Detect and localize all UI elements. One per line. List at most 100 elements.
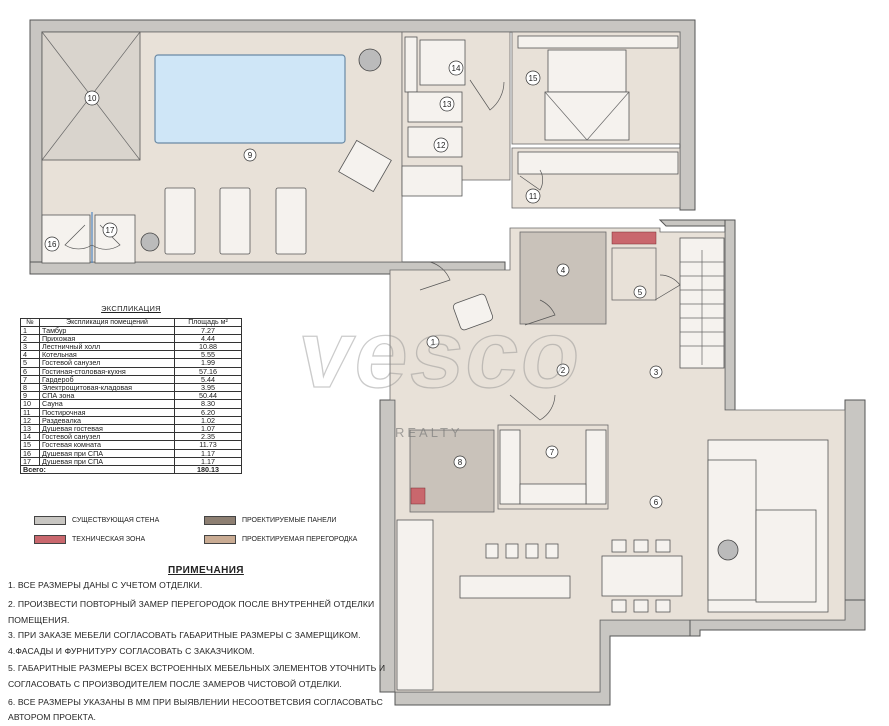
notes-title: ПРИМЕЧАНИЯ bbox=[168, 565, 244, 576]
legend-label: ТЕХНИЧЕСКАЯ ЗОНА bbox=[72, 536, 146, 543]
total-label: Всего: bbox=[20, 465, 175, 475]
legend-label: ПРОЕКТИРУЕМАЯ ПЕРЕГОРОДКА bbox=[242, 536, 358, 543]
room-area: 11.73 bbox=[174, 440, 242, 450]
svg-text:12: 12 bbox=[437, 141, 446, 150]
room-number: 15 bbox=[20, 440, 40, 450]
watermark-sub: REALTY bbox=[395, 425, 463, 440]
note-line: СОГЛАСОВАТЬ С ПРОИЗВОДИТЕЛЕМ ПОСЛЕ ЗАМЕР… bbox=[8, 679, 342, 689]
room-label-4: 4 bbox=[556, 263, 570, 277]
note-line: 2. ПРОИЗВЕСТИ ПОВТОРНЫЙ ЗАМЕР ПЕРЕГОРОДО… bbox=[8, 599, 375, 609]
note-line: 4.ФАСАДЫ И ФУРНИТУРУ СОГЛАСОВАТЬ С ЗАКАЗ… bbox=[8, 646, 255, 656]
svg-text:9: 9 bbox=[248, 151, 253, 160]
tech-zone-top bbox=[611, 231, 657, 245]
col-num: № bbox=[20, 317, 40, 327]
room-label-8: 8 bbox=[453, 455, 467, 469]
svg-text:8: 8 bbox=[458, 458, 463, 467]
svg-text:17: 17 bbox=[106, 226, 115, 235]
svg-text:11: 11 bbox=[529, 192, 538, 201]
room-label-9: 9 bbox=[243, 148, 257, 162]
room-label-12: 12 bbox=[433, 137, 449, 153]
tech-zone-bottom bbox=[410, 487, 426, 505]
room-number: 5 bbox=[20, 358, 40, 368]
guest-room-furniture bbox=[517, 35, 679, 175]
room-name: Сауна bbox=[39, 399, 175, 409]
col-area: Площадь м² bbox=[174, 317, 242, 327]
svg-text:6: 6 bbox=[654, 498, 659, 507]
plants bbox=[140, 48, 739, 561]
svg-text:16: 16 bbox=[48, 240, 57, 249]
legend-panels: ПРОЕКТИРУЕМЫЕ ПАНЕЛИ bbox=[204, 516, 336, 525]
pool bbox=[154, 54, 346, 144]
room-label-17: 17 bbox=[102, 222, 118, 238]
total-value: 180.13 bbox=[174, 465, 242, 475]
legend-tech-zone: ТЕХНИЧЕСКАЯ ЗОНА bbox=[34, 535, 145, 544]
doors bbox=[64, 79, 681, 421]
note-line: ПОМЕЩЕНИЯ. bbox=[8, 615, 70, 625]
legend-swatch-existing-wall bbox=[34, 516, 66, 525]
svg-text:5: 5 bbox=[638, 288, 643, 297]
col-name: Экспликация помещений bbox=[39, 317, 175, 327]
svg-text:2: 2 bbox=[561, 366, 566, 375]
note-line: 1. ВСЕ РАЗМЕРЫ ДАНЫ С УЧЕТОМ ОТДЕЛКИ. bbox=[8, 580, 203, 590]
note-line: АВТОРОМ ПРОЕКТА. bbox=[8, 712, 97, 722]
sun-loungers bbox=[164, 187, 307, 255]
kitchen bbox=[396, 519, 571, 691]
living-area bbox=[707, 439, 829, 613]
room-label-11: 11 bbox=[525, 188, 541, 204]
watermark-logo: vesco bbox=[292, 300, 591, 408]
room-label-5: 5 bbox=[633, 285, 647, 299]
legend-existing-wall: СУЩЕСТВУЮЩАЯ СТЕНА bbox=[34, 516, 159, 525]
explication-table: ЭКСПЛИКАЦИЯ № Экспликация помещений Площ… bbox=[20, 304, 242, 475]
room-labels: 1 2 3 4 5 6 7 8 9 10 11 12 13 14 15 16 1… bbox=[44, 60, 663, 509]
room-label-13: 13 bbox=[439, 96, 455, 112]
staircase bbox=[679, 237, 725, 369]
hall-chair bbox=[452, 293, 494, 331]
legend-partition: ПРОЕКТИРУЕМАЯ ПЕРЕГОРОДКА bbox=[204, 535, 357, 544]
svg-text:7: 7 bbox=[550, 448, 555, 457]
room-label-2: 2 bbox=[556, 363, 570, 377]
room-number: 10 bbox=[20, 399, 40, 409]
legend-label: ПРОЕКТИРУЕМЫЕ ПАНЕЛИ bbox=[242, 517, 337, 524]
legend-label: СУЩЕСТВУЮЩАЯ СТЕНА bbox=[72, 517, 160, 524]
room-label-7: 7 bbox=[545, 445, 559, 459]
room-label-1: 1 bbox=[426, 335, 440, 349]
room-area: 1.99 bbox=[174, 358, 242, 368]
room-label-16: 16 bbox=[44, 236, 60, 252]
room-area: 8.30 bbox=[174, 399, 242, 409]
svg-text:10: 10 bbox=[88, 94, 97, 103]
guest-wc bbox=[611, 247, 657, 301]
svg-text:15: 15 bbox=[529, 74, 538, 83]
table-header-row: № Экспликация помещений Площадь м² bbox=[20, 317, 242, 327]
wardrobe-shelving bbox=[499, 429, 607, 505]
note-line: 3. ПРИ ЗАКАЗЕ МЕБЕЛИ СОГЛАСОВАТЬ ГАБАРИТ… bbox=[8, 630, 361, 640]
legend-swatch-tech-zone bbox=[34, 535, 66, 544]
room-label-3: 3 bbox=[649, 365, 663, 379]
explication-title: ЭКСПЛИКАЦИЯ bbox=[101, 304, 161, 313]
svg-text:13: 13 bbox=[443, 100, 452, 109]
svg-text:3: 3 bbox=[654, 368, 659, 377]
svg-text:14: 14 bbox=[452, 64, 461, 73]
room-name: Гостевой санузел bbox=[39, 358, 175, 368]
spa-showers bbox=[41, 212, 136, 264]
room-label-10: 10 bbox=[84, 90, 100, 106]
room-name: Гостевая комната bbox=[39, 440, 175, 450]
svg-text:4: 4 bbox=[561, 266, 566, 275]
total-row: Всего:180.13 bbox=[20, 465, 242, 475]
dining-table bbox=[601, 539, 683, 613]
room-label-15: 15 bbox=[525, 70, 541, 86]
armchair bbox=[338, 139, 392, 193]
room-name: Душевая при СПА bbox=[39, 456, 175, 467]
room-label-14: 14 bbox=[448, 60, 464, 76]
note-line: 5. ГАБАРИТНЫЕ РАЗМЕРЫ ВСЕХ ВСТРОЕННЫХ МЕ… bbox=[8, 663, 386, 673]
legend-swatch-partition bbox=[204, 535, 236, 544]
boiler-room bbox=[519, 231, 607, 325]
legend-swatch-panels bbox=[204, 516, 236, 525]
note-line: 6. ВСЕ РАЗМЕРЫ УКАЗАНЫ В ММ ПРИ ВЫЯВЛЕНИ… bbox=[8, 697, 383, 707]
room-label-6: 6 bbox=[649, 495, 663, 509]
